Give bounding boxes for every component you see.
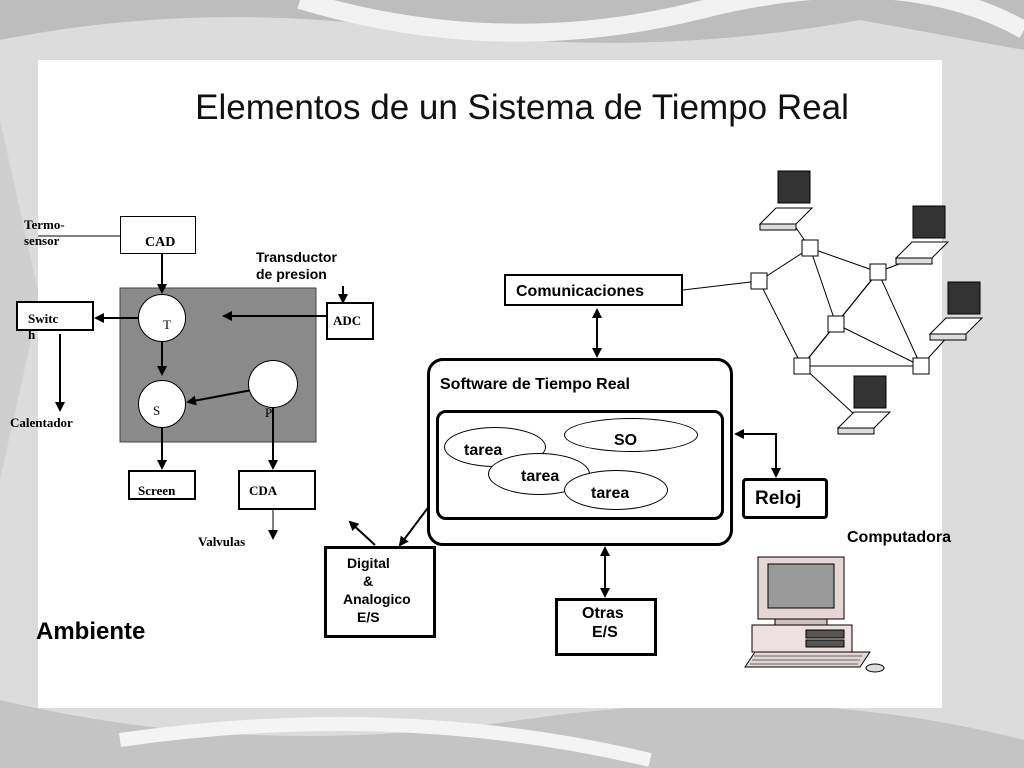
desktop-computer-icon [744,556,885,673]
adc-label: ADC [333,313,362,328]
valvulas-label: Valvulas [198,534,246,549]
comunicaciones-box: Comunicaciones [504,274,683,306]
so-label: SO [614,432,638,449]
s-label: S [153,403,161,418]
transductor-label: Transductor de presion [256,249,337,283]
termo-sensor-label: Termo- sensor [24,217,65,249]
tarea-label: tarea [591,485,630,502]
p-node: P [248,360,298,420]
cad-label: CAD [145,235,176,250]
digital-line: Analogico [343,591,411,607]
tarea-label: tarea [521,468,560,485]
terminal-icon [928,281,984,341]
calentador-label: Calentador [10,415,73,430]
digital-analogico-es-box: Digital & Analogico E/S [324,546,436,638]
terminal-icon [894,205,950,265]
s-node: S [138,380,186,428]
terminal-icon [836,375,892,435]
digital-line: Digital [347,555,390,571]
software-label: Software de Tiempo Real [440,376,630,393]
so-ellipse: SO [564,418,698,452]
otras-es-box: Otras E/S [555,598,657,656]
cda-label: CDA [249,483,278,498]
digital-line: & [363,573,374,589]
reloj-box: Reloj [742,478,828,519]
screen-label: Screen [138,483,176,498]
switch-line: h [28,327,36,342]
adc-box: ADC [326,302,374,340]
ambiente-label: Ambiente [36,618,146,645]
slide-title: Elementos de un Sistema de Tiempo Real [195,88,849,127]
terminal-icon [758,170,814,231]
screen-box: Screen [128,470,196,500]
t-label: T [163,317,171,332]
cda-box: CDA [238,470,316,510]
switch-box: Switc h [16,301,94,342]
tarea-label: tarea [464,442,503,459]
switch-line: Switc [28,311,59,326]
p-label: P [265,405,273,420]
digital-line: E/S [357,609,380,625]
comunicaciones-label: Comunicaciones [516,283,645,300]
tarea-ellipse-3: tarea [564,470,668,510]
switch-label: Switc h [28,311,58,343]
reloj-label: Reloj [755,488,802,509]
termo-sensor-line: sensor [24,233,60,248]
transductor-line: Transductor [256,249,337,265]
computadora-label: Computadora [847,529,951,546]
otras-line: E/S [592,624,618,641]
transductor-line: de presion [256,266,327,282]
t-node: T [138,294,186,342]
otras-line: Otras [582,605,624,622]
cad-box: CAD [120,216,196,254]
termo-sensor-line: Termo- [24,217,65,232]
